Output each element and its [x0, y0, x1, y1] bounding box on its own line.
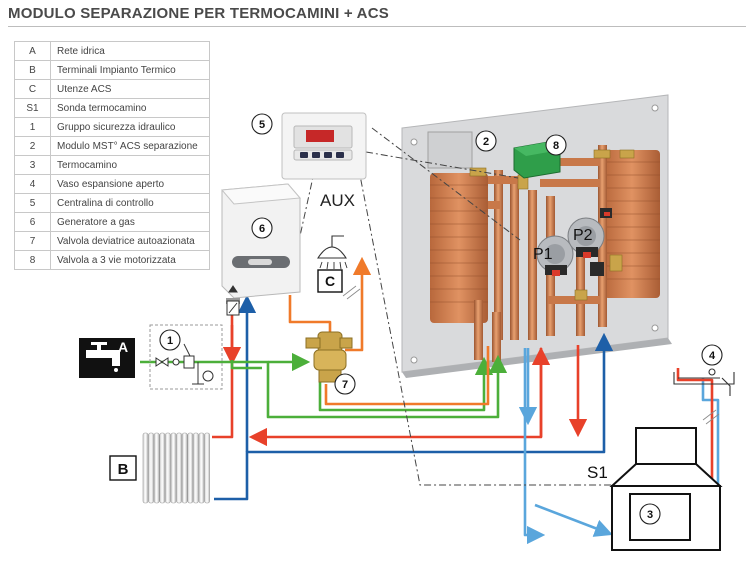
circulation-pump-p2: [567, 217, 605, 258]
marker-4: 4: [709, 350, 716, 362]
safety-group: [149, 324, 223, 390]
radiator-fin: [176, 432, 182, 504]
label-c: C: [325, 273, 335, 289]
circulation-pump-p1: [536, 235, 574, 276]
radiator-fin: [204, 432, 210, 504]
diverter-valve: [305, 331, 353, 383]
label-b: B: [118, 461, 129, 478]
legend-label: Valvola a 3 vie motorizzata: [50, 250, 210, 270]
radiator-icon: [142, 432, 210, 504]
boiler-valve-symbol: [226, 285, 240, 316]
marker-3: 3: [647, 509, 653, 521]
label-box-b: B: [109, 455, 137, 481]
heat-exchanger-right: [604, 150, 660, 298]
label-box-c: C: [317, 269, 343, 293]
marker-7: 7: [342, 379, 348, 391]
marker-8: 8: [553, 140, 559, 152]
p1-label: P1: [533, 246, 553, 263]
radiator-fin: [142, 432, 149, 504]
radiator-fin: [165, 432, 171, 504]
fireplace-icon: [609, 427, 723, 551]
water-tap-icon: [79, 338, 135, 378]
separation-module-image: [401, 94, 672, 378]
label-a: A: [118, 339, 128, 355]
radiator-fin: [159, 432, 166, 504]
radiator-fin: [148, 432, 154, 504]
aux-label: AUX: [320, 191, 355, 210]
radiator-fin: [198, 432, 205, 504]
shower-icon: [316, 235, 348, 270]
control-unit: [281, 112, 367, 180]
p2-label: P2: [573, 227, 593, 244]
pipe-network: [140, 256, 720, 545]
heat-exchanger-left: [430, 173, 488, 323]
number-markers: [159, 113, 723, 525]
radiator-fin: [153, 432, 160, 504]
page-title: MODULO SEPARAZIONE PER TERMOCAMINI + ACS: [8, 5, 389, 22]
radiator-fin: [193, 432, 199, 504]
label-box-a: A: [118, 339, 128, 355]
s1-label: S1: [587, 463, 608, 482]
control-signal-lines: [297, 127, 612, 486]
radiator-fin: [181, 432, 188, 504]
marker-2: 2: [483, 136, 489, 148]
gas-boiler: [220, 183, 302, 304]
marker-1: 1: [167, 335, 173, 347]
marker-6: 6: [259, 223, 265, 235]
legend-key: 8: [14, 250, 51, 270]
title-divider: [8, 26, 746, 27]
radiator-fin: [170, 432, 177, 504]
expansion-vessel-icon: [673, 368, 735, 396]
radiator-fin: [187, 432, 194, 504]
marker-5: 5: [259, 119, 265, 131]
